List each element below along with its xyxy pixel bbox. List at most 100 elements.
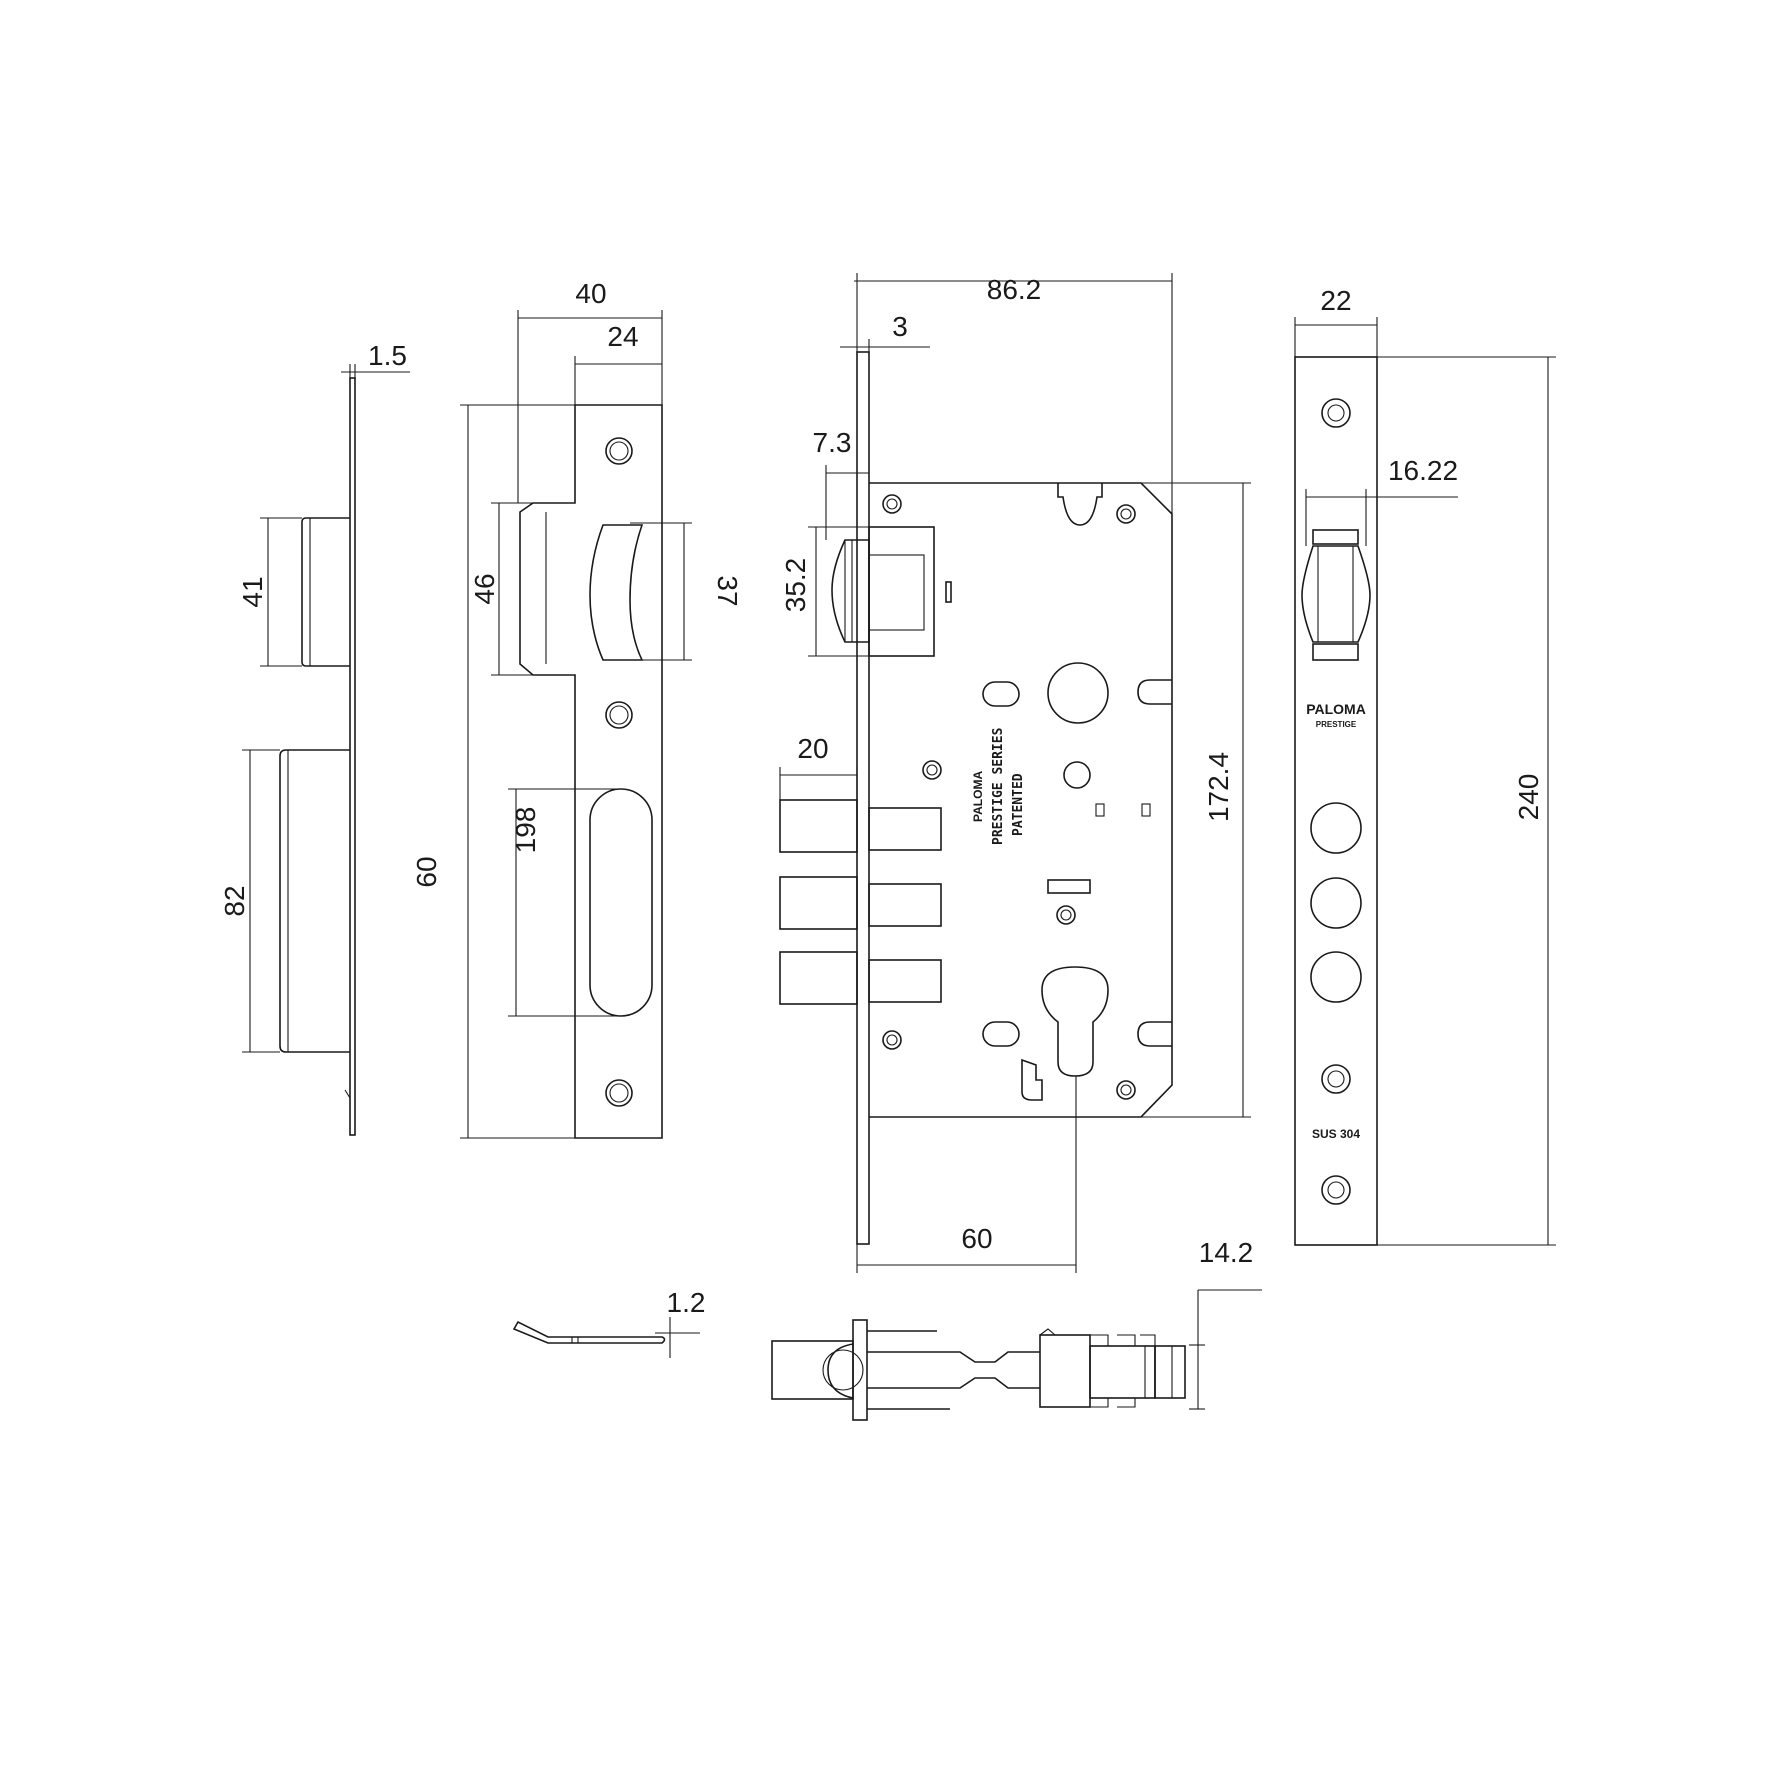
case-screw-bottom-left <box>882 1030 902 1050</box>
dim-label-strike-thickness: 1.5 <box>368 340 407 371</box>
case-screw-middle-left <box>922 760 942 780</box>
dim-label-lock-case-height: 172.4 <box>1203 752 1234 822</box>
faceplate-sub-brand: PRESTIGE <box>1316 720 1357 729</box>
faceplate-latch-ribs <box>1317 546 1354 642</box>
dim-label-faceplate-width: 22 <box>1320 285 1351 316</box>
faceplate-brand: PALOMA <box>1306 701 1366 717</box>
profile-faceplate <box>852 1319 868 1421</box>
case-screw-top-left-inner <box>886 498 898 510</box>
dim-label-backset: 60 <box>961 1223 992 1254</box>
strike-latch-opening <box>589 524 644 661</box>
lock-case-top-notch <box>1057 483 1103 526</box>
case-screw-bottom-left-inner <box>886 1034 898 1046</box>
profile-case-mid-block <box>1039 1334 1091 1408</box>
slot-lower-left <box>982 1021 1020 1047</box>
lock-body-view: PALOMA PRESTIGE SERIES PATENTED 86.2 3 7… <box>779 273 1251 1273</box>
faceplate-deadbolt-3 <box>1310 951 1362 1003</box>
faceplate-front-view: PALOMA PRESTIGE SUS 304 22 16.22 240 <box>1294 285 1556 1246</box>
profile-case-edges <box>867 1330 950 1410</box>
strike-screw-hole-middle <box>605 701 633 729</box>
case-screw-top-right-inner <box>1120 508 1132 520</box>
strike-upper-box <box>301 517 350 667</box>
faceplate-latch-top-cap <box>1312 529 1359 545</box>
euro-cylinder-cutout <box>1041 966 1109 1077</box>
dim-label-bottom-strike-thickness: 1.2 <box>667 1287 706 1318</box>
profile-case-key-bottom <box>867 1377 1040 1389</box>
latch-bolt-ribs <box>844 540 853 642</box>
strike-bolt-opening <box>589 788 653 1017</box>
dim-label-latch-height: 35.2 <box>780 558 811 613</box>
dim-label-strike-plate-height: 60 <box>411 856 442 887</box>
faceplate-deadbolt-2 <box>1310 877 1362 929</box>
dim-label-strike-plate-latch-slot: 46 <box>469 573 500 604</box>
faceplate-screw-top-inner <box>1327 404 1345 422</box>
dim-label-lock-body-width: 86.2 <box>987 274 1042 305</box>
faceplate-material: SUS 304 <box>1312 1127 1360 1141</box>
engraving-patented: PATENTED <box>1011 773 1026 836</box>
engraving-brand: PALOMA <box>971 771 985 822</box>
profile-latch-roller <box>822 1349 864 1391</box>
case-screw-bottom-right-inner <box>1120 1084 1132 1096</box>
profile-case-key-top <box>867 1351 1040 1363</box>
case-screw-top-left <box>882 494 902 514</box>
latch-bolt <box>831 539 870 643</box>
slot-lower-right <box>1137 1021 1172 1047</box>
deadbolt-2-projected <box>779 876 858 930</box>
case-screw-bottom-right <box>1116 1080 1136 1100</box>
auxiliary-hub <box>1063 761 1091 789</box>
profile-latch-projection <box>771 1340 854 1400</box>
deadbolt-1-projected <box>779 799 858 853</box>
faceplate-latch-bottom-cap <box>1312 643 1359 661</box>
dim-label-bolt-throw: 20 <box>797 733 828 764</box>
faceplate-screw-lower-inner <box>1327 1070 1345 1088</box>
faceplate-latch-face <box>1301 545 1371 643</box>
faceplate-screw-top <box>1321 398 1351 428</box>
strike-plate-outline <box>519 404 663 1139</box>
strike-screw-hole-top <box>605 437 633 465</box>
latch-tab <box>945 581 952 603</box>
strike-screw-hole-bottom-inner <box>609 1083 629 1103</box>
lock-faceplate <box>856 351 870 1245</box>
profile-case-lines <box>1144 1346 1173 1398</box>
profile-case-tabs-top <box>1090 1334 1156 1346</box>
lock-case-outline <box>869 482 1173 1118</box>
strike-bottom-plate <box>512 1320 666 1344</box>
dim-label-faceplate-thickness: 3 <box>892 311 908 342</box>
profile-case-tabs-bottom <box>1090 1398 1136 1408</box>
dim-label-strike-lower-opening: 82 <box>219 885 250 916</box>
case-screw-middle-right-inner <box>1060 909 1072 921</box>
strike-plate-front-view: 40 24 46 37 60 198 <box>411 278 743 1139</box>
strike-plate-edge <box>349 377 356 1136</box>
indicator-slot-right <box>1141 803 1151 817</box>
case-screw-middle-left-inner <box>926 764 938 776</box>
deadbolt-2-body <box>868 883 942 927</box>
lock-case-top-profile: 14.2 <box>771 1237 1262 1421</box>
dim-label-case-depth: 14.2 <box>1199 1237 1254 1268</box>
latch-housing-inner <box>868 554 925 631</box>
faceplate-outline <box>1294 356 1378 1246</box>
deadbolt-3-body <box>868 959 942 1003</box>
strike-edge-chamfer <box>344 1089 351 1099</box>
dim-label-strike-plate-width: 40 <box>575 278 606 309</box>
slot-upper-right <box>1137 679 1172 705</box>
faceplate-screw-bottom <box>1321 1175 1351 1205</box>
dim-label-strike-plate-inner-width: 24 <box>607 321 638 352</box>
faceplate-deadbolt-1 <box>1310 802 1362 854</box>
indicator-slot-left <box>1095 803 1105 817</box>
faceplate-screw-lower <box>1321 1064 1351 1094</box>
follower-hub <box>1047 662 1109 724</box>
case-screw-middle-right <box>1056 905 1076 925</box>
deadbolt-1-body <box>868 807 942 851</box>
dim-label-strike-plate-latch-depth: 37 <box>712 575 743 606</box>
deadbolt-lever-slot <box>1047 879 1091 894</box>
profile-latch-curve <box>827 1343 854 1399</box>
deadbolt-3-projected <box>779 951 858 1005</box>
strike-bottom-profile: 1.2 <box>512 1287 706 1358</box>
slot-upper-left <box>982 681 1020 707</box>
engraving-series: PRESTIGE SERIES <box>991 727 1006 845</box>
profile-case-end-cap <box>1154 1345 1186 1399</box>
dim-label-faceplate-latch-width: 16.22 <box>1388 455 1458 486</box>
cam-detent <box>1021 1058 1043 1101</box>
dim-label-strike-upper-opening: 41 <box>237 576 268 607</box>
